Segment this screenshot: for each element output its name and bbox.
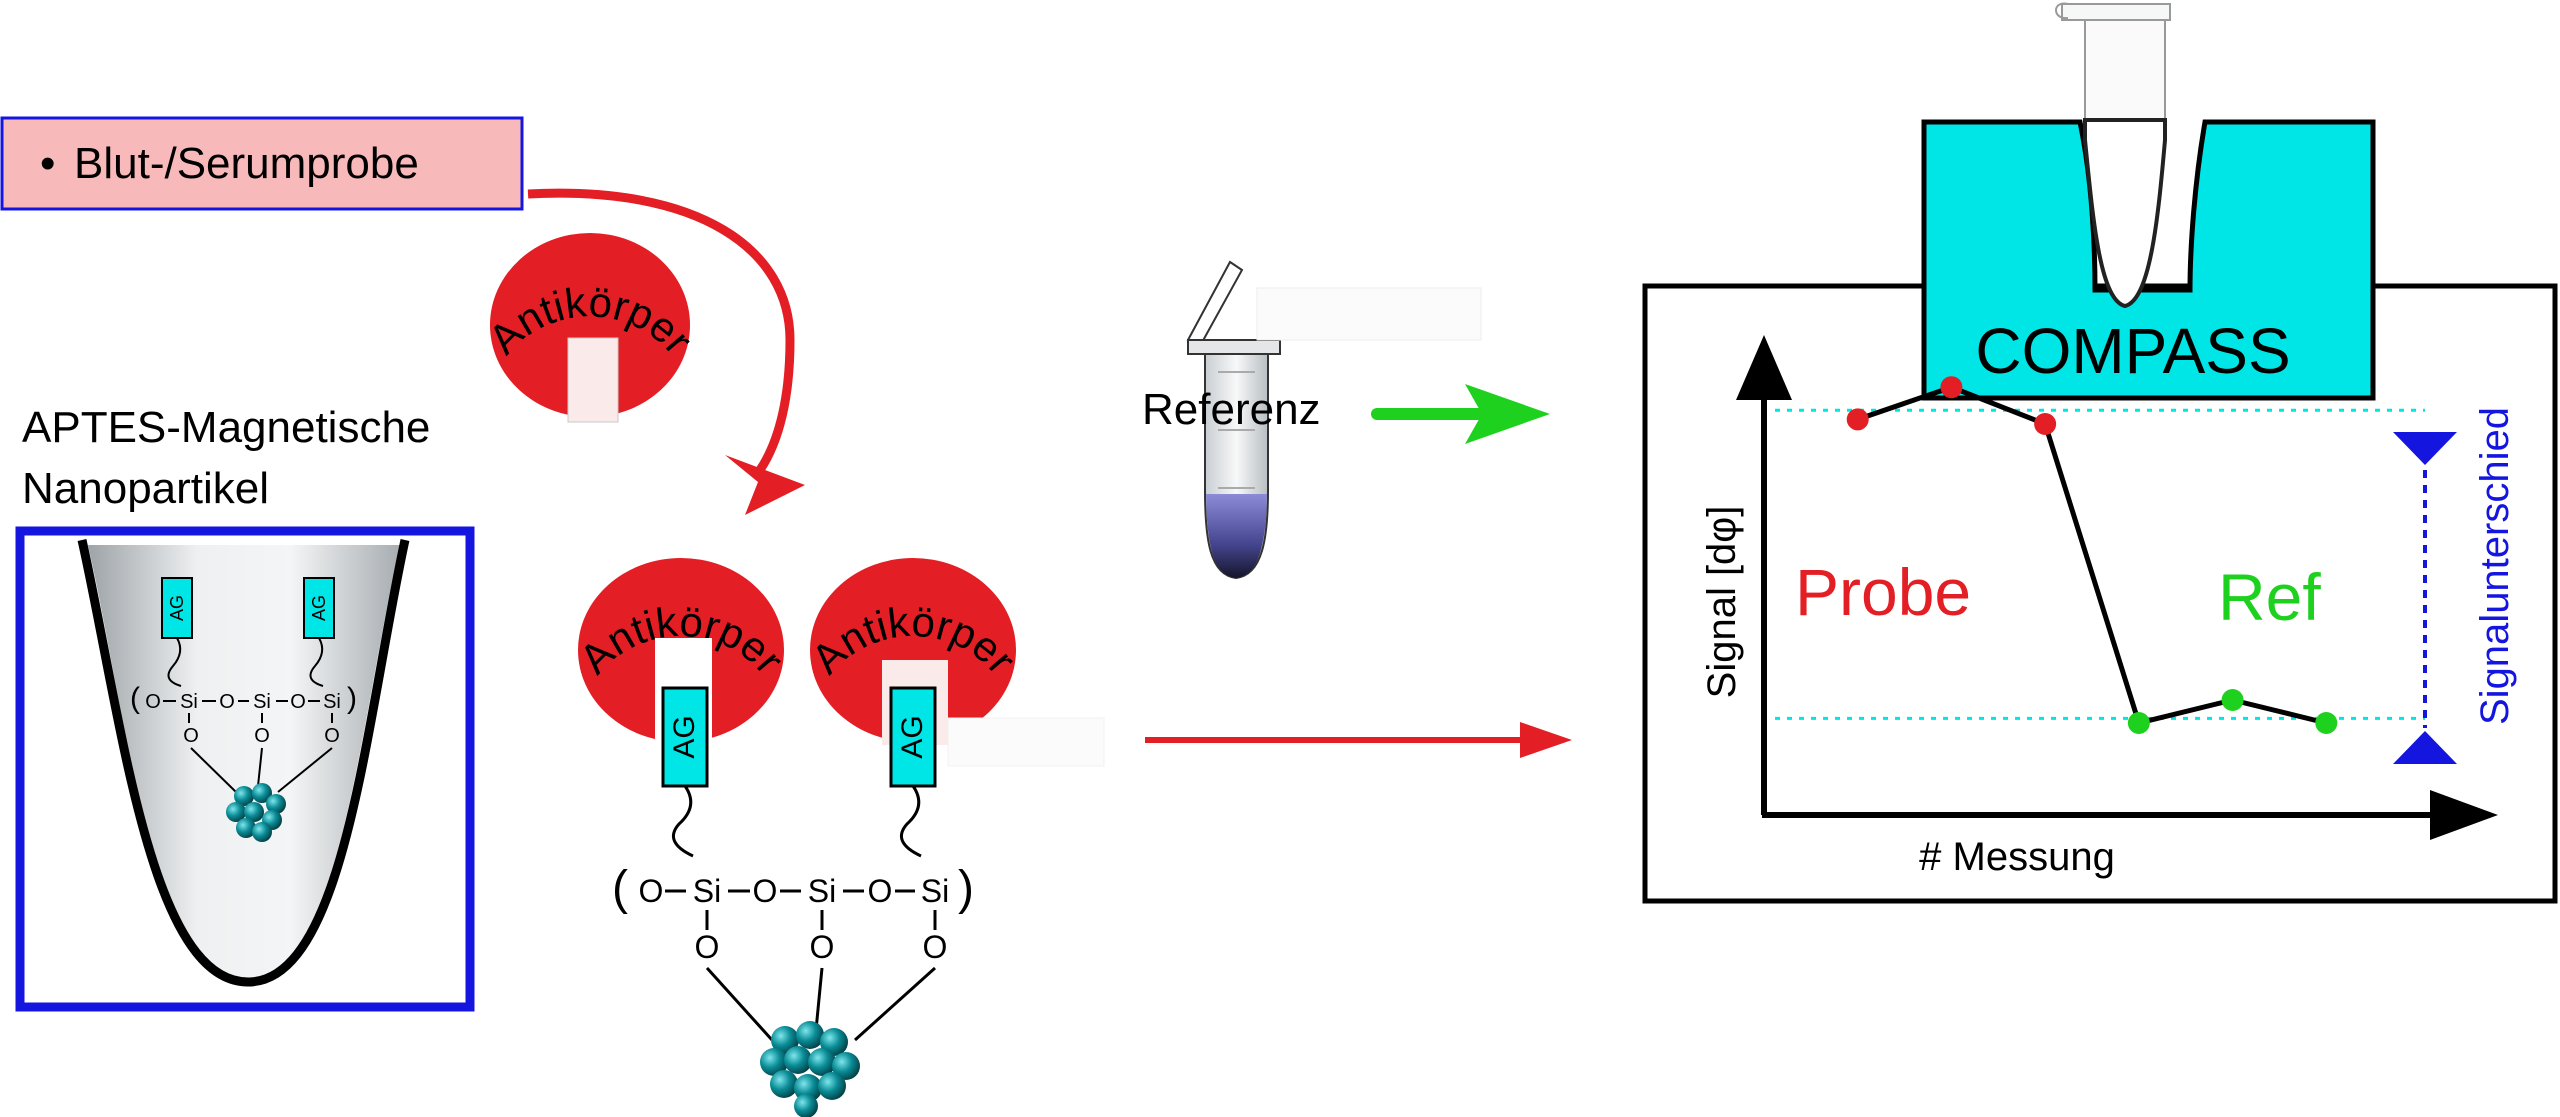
ref-point-1 [2127, 712, 2150, 734]
small-o-down-1: O [183, 725, 199, 747]
big-o-2: O [753, 873, 778, 909]
sample-arrow-head [725, 455, 805, 515]
big-o-down-2: O [810, 929, 835, 965]
small-si-2: Si [253, 691, 271, 713]
nanoparticle-box [15, 526, 475, 1012]
small-chemistry: AG AG ( O Si O Si O Si ) O O O [130, 577, 357, 842]
small-si-1: Si [180, 691, 198, 713]
large-chemistry: ( O Si O Si O Si ) O O O [612, 862, 974, 1117]
reference-label: Referenz [1142, 385, 1321, 434]
big-si-2: Si [808, 873, 836, 909]
compass-device: COMPASS [1921, 119, 2376, 401]
big-paren-right: ) [958, 862, 974, 915]
reference-arrow-head [1465, 384, 1550, 444]
small-ag-label-2: AG [309, 595, 329, 621]
large-ag-label-1: AG [668, 715, 701, 758]
large-antigen-2: AG [889, 686, 937, 788]
signal-line [1856, 384, 2327, 726]
small-o-1: O [145, 691, 161, 713]
signal-difference-label: Signalunterschied [2473, 407, 2517, 725]
small-o-down-2: O [254, 725, 270, 747]
big-o-down-1: O [695, 929, 720, 965]
big-si-3: Si [921, 873, 949, 909]
probe-point-3 [2034, 413, 2057, 435]
big-paren-left: ( [612, 862, 628, 915]
signal-difference-indicator [2393, 432, 2457, 764]
small-magnetic-core [226, 783, 286, 842]
small-paren-right: ) [347, 682, 357, 715]
small-paren-left: ( [130, 682, 140, 715]
white-patch-2 [1256, 287, 1482, 341]
sample-to-device-arrow-head [1520, 722, 1572, 758]
ref-point-2 [2221, 689, 2244, 711]
small-si-3: Si [323, 691, 341, 713]
large-ag-label-2: AG [896, 715, 929, 758]
big-si-1: Si [693, 873, 721, 909]
sample-box: • Blut-/Serumprobe [0, 116, 524, 211]
big-o-1: O [639, 873, 664, 909]
y-axis-label: Signal [dφ] [1700, 506, 1744, 699]
ref-point-3 [2315, 712, 2338, 734]
probe-point-2 [1940, 376, 1963, 399]
device-tube [2055, 2, 2171, 309]
linker-1 [671, 785, 694, 858]
linker-2 [899, 785, 922, 858]
large-magnetic-core [760, 1021, 860, 1117]
big-o-3: O [868, 873, 893, 909]
small-ag-label-1: AG [167, 595, 187, 621]
probe-point-1 [1846, 408, 1869, 431]
compass-label: COMPASS [1975, 315, 2290, 387]
free-antibody: Antikörper [479, 233, 702, 423]
white-patch [947, 717, 1105, 767]
probe-label: Probe [1795, 555, 1971, 629]
nanoparticle-title-line1: APTES-Magnetische [22, 403, 430, 452]
large-antigen-1: AG [661, 686, 709, 788]
sample-to-antibody-arrow [527, 188, 795, 473]
nanoparticle-title-line2: Nanopartikel [22, 464, 269, 513]
chart-axes [1736, 335, 2498, 840]
big-o-down-3: O [923, 929, 948, 965]
small-o-2: O [219, 691, 235, 713]
small-o-3: O [290, 691, 306, 713]
ref-label: Ref [2218, 560, 2321, 634]
reference-tube [1186, 260, 1281, 580]
x-axis-label: # Messung [1919, 835, 2115, 879]
small-o-down-3: O [324, 725, 340, 747]
sample-bullet: • [40, 139, 55, 188]
data-points [1846, 376, 2338, 734]
sample-label: Blut-/Serumprobe [74, 139, 419, 188]
